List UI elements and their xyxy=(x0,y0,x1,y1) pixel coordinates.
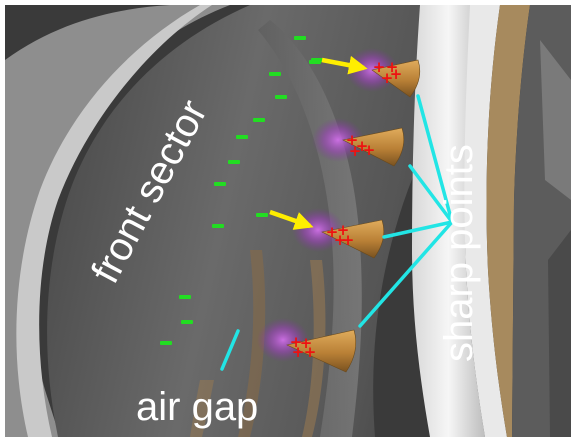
cone-2 xyxy=(342,127,405,167)
positive-charge-1-3: + xyxy=(381,69,394,87)
charge-arrow-2 xyxy=(269,209,314,230)
positive-charge-3-4: + xyxy=(342,231,355,249)
sharp-point-emitters: ++++++++++++++++ xyxy=(257,48,421,373)
sharp-point-4: ++++ xyxy=(257,318,357,373)
sharp-point-pointer-3 xyxy=(382,220,454,239)
negative-charges xyxy=(160,36,323,345)
charge-arrow-1 xyxy=(321,55,368,75)
positive-charge-2-1: + xyxy=(346,131,359,149)
cone-4 xyxy=(286,329,357,373)
positive-charge-3-2: + xyxy=(337,221,350,239)
negative-charge-11 xyxy=(179,295,191,299)
positive-charge-4-1: + xyxy=(290,333,303,351)
negative-charge-6 xyxy=(236,135,248,139)
positive-charge-4-4: + xyxy=(304,343,317,361)
negative-charge-12 xyxy=(181,320,193,324)
negative-charge-3 xyxy=(269,72,281,76)
sharp-point-pointer-4 xyxy=(358,220,454,328)
cone-1 xyxy=(371,59,421,98)
positive-charge-2-2: + xyxy=(356,137,369,155)
negative-charge-5 xyxy=(253,118,265,122)
negative-charge-4 xyxy=(275,95,287,99)
positive-charge-1-1: + xyxy=(373,58,386,76)
cone-3 xyxy=(321,219,385,259)
negative-charge-13 xyxy=(160,341,172,345)
corona-glow-4 xyxy=(257,318,309,362)
positive-charge-4-2: + xyxy=(300,334,313,352)
air-gap-pointer xyxy=(220,329,240,371)
negative-charge-10 xyxy=(212,224,224,228)
pointer-lines xyxy=(220,94,454,371)
negative-charge-14 xyxy=(309,60,321,64)
positive-charge-3-3: + xyxy=(334,231,347,249)
corona-glow-2 xyxy=(312,118,364,162)
positive-charge-2-4: + xyxy=(363,141,376,159)
sharp-point-pointer-2 xyxy=(408,164,454,224)
sharp-point-pointer-1 xyxy=(416,94,454,224)
sharp-point-2: ++++ xyxy=(312,118,405,167)
positive-charge-4-3: + xyxy=(292,343,305,361)
negative-charge-8 xyxy=(214,182,226,186)
positive-charge-1-2: + xyxy=(386,58,399,76)
negative-charge-1 xyxy=(294,36,306,40)
sharp-points-label: sharp points xyxy=(437,144,481,362)
positive-charge-2-3: + xyxy=(349,142,362,160)
positive-charge-3-1: + xyxy=(326,223,339,241)
charge-flow-arrows xyxy=(269,55,368,230)
positive-charge-1-4: + xyxy=(390,65,403,83)
negative-charge-9 xyxy=(256,213,268,217)
negative-charge-7 xyxy=(228,160,240,164)
air-gap-label: air gap xyxy=(136,385,258,429)
